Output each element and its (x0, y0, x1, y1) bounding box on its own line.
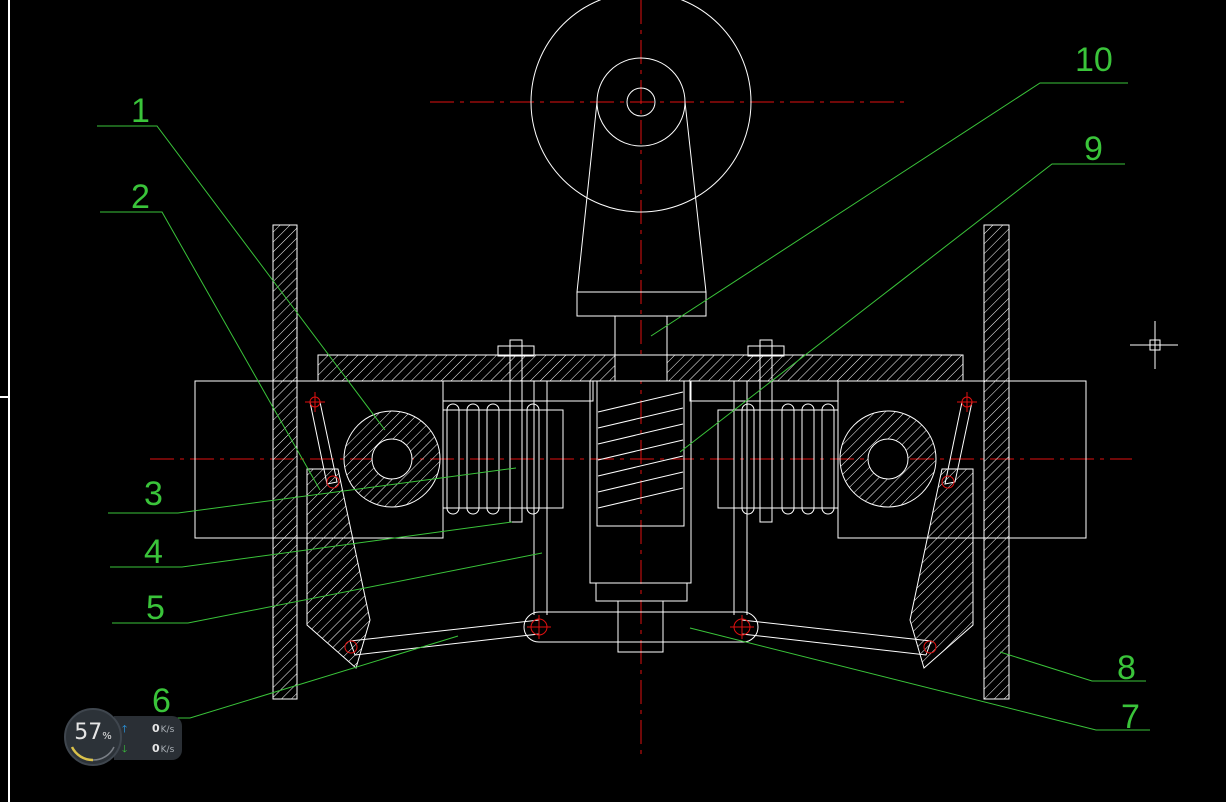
part-label-2: 2 (131, 178, 150, 216)
upload-value: 0 (152, 722, 160, 735)
screw-thread (597, 391, 684, 509)
download-unit: K/s (160, 745, 175, 755)
part-label-7: 7 (1121, 698, 1140, 736)
mechanism-geometry (194, 0, 1087, 700)
spring-left (446, 403, 540, 515)
wheel-axle (626, 87, 656, 117)
jaw-right (909, 468, 974, 669)
network-rates-panel: 🡑 0K/s 🡓 0K/s (114, 716, 182, 760)
arrow-up-icon: 🡑 (122, 724, 128, 735)
side-plate-right (983, 224, 1010, 700)
cpu-percent: 57% (74, 720, 112, 745)
cpu-gauge-arc (70, 746, 115, 762)
arrow-down-icon: 🡓 (122, 744, 128, 755)
bolt-right (759, 339, 773, 523)
network-monitor-widget[interactable]: 🡑 0K/s 🡓 0K/s 57% (64, 708, 182, 768)
part-label-4: 4 (144, 533, 163, 571)
screw-nut (617, 600, 664, 653)
spring-right (741, 403, 835, 515)
part-label-10: 10 (1075, 41, 1113, 79)
download-value: 0 (152, 742, 160, 755)
side-plate-left (272, 224, 298, 700)
viewport-frame (0, 0, 10, 802)
part-label-1: 1 (131, 92, 150, 130)
part-label-9: 9 (1084, 130, 1103, 168)
part-label-5: 5 (146, 589, 165, 627)
upload-unit: K/s (160, 725, 175, 735)
part-label-6: 6 (152, 682, 171, 720)
cpu-dial[interactable] (64, 708, 122, 766)
part-label-8: 8 (1117, 649, 1136, 687)
bolt-left (509, 339, 523, 523)
crosshair-cursor-icon (1130, 321, 1178, 369)
top-wheel (530, 0, 752, 213)
pivot-points (305, 392, 977, 654)
leader-lines (97, 82, 1150, 731)
part-label-3: 3 (144, 475, 163, 513)
jaw-left (306, 468, 371, 669)
